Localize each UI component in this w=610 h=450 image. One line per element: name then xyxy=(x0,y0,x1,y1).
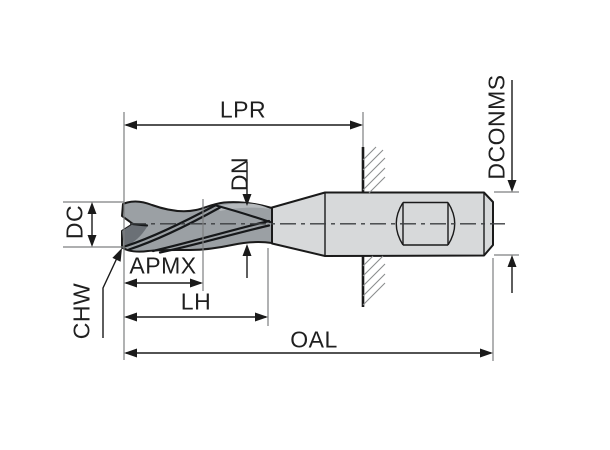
mounting-wall-hatch xyxy=(361,112,386,307)
leader-chw xyxy=(102,248,122,338)
dimension-apmx xyxy=(124,278,203,288)
dimension-label-oal: OAL xyxy=(290,326,338,353)
dimension-label-apmx: APMX xyxy=(129,252,197,279)
dimension-label-lh: LH xyxy=(180,288,212,315)
flute-shadow xyxy=(122,224,147,247)
weldon-flat xyxy=(395,201,456,246)
dimension-lpr xyxy=(124,120,363,130)
dimension-label-dc: DC xyxy=(61,204,88,240)
dimension-oal xyxy=(124,348,493,358)
dimension-lh xyxy=(124,312,268,322)
dimension-label-dn: DN xyxy=(226,156,253,192)
dimension-label-chw: CHW xyxy=(68,282,95,340)
dimension-dn xyxy=(242,162,252,278)
dimension-dc xyxy=(87,202,97,247)
extension-lines xyxy=(63,112,519,361)
dimension-dconms xyxy=(507,80,517,293)
tool-flutes xyxy=(121,200,273,254)
dimension-label-dconms: DCONMS xyxy=(483,74,510,180)
dimension-label-lpr: LPR xyxy=(219,96,267,123)
